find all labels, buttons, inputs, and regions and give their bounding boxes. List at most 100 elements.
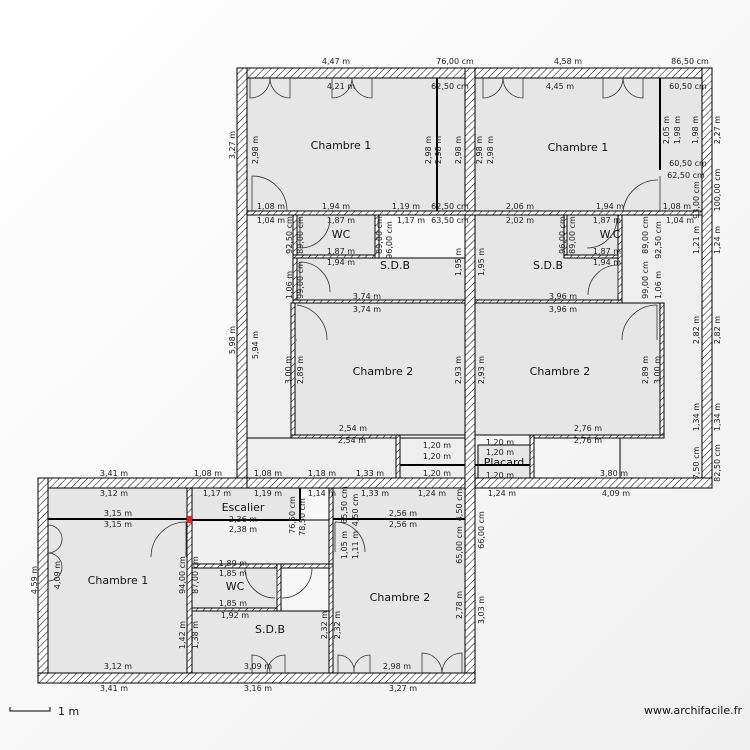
room-lower-corridor [191, 519, 333, 566]
dimension-label: 76,00 cm [436, 57, 474, 66]
dimension-label: 1,19 m [254, 489, 282, 498]
door-arc[interactable] [621, 304, 658, 341]
dimension-label: 2,98 m [454, 136, 463, 164]
dimension-label: 1,20 m [423, 441, 451, 450]
room-mid-right-chambre2[interactable] [474, 302, 661, 436]
dimension-label: 3,74 m [353, 305, 381, 314]
dimension-label: 2,32 m [333, 611, 342, 639]
dimension-label: 2,98 m [486, 136, 495, 164]
dimension-label: 1,08 m [254, 469, 282, 478]
room-label: Chambre 2 [530, 365, 591, 378]
dimension-label: 2,05 m [662, 116, 671, 144]
dimension-label: 3,09 m [244, 662, 272, 671]
dimension-label: 1,20 m [486, 448, 514, 457]
door-arc[interactable] [244, 567, 278, 599]
dimension-label: 96,00 cm [385, 221, 394, 259]
door-arc[interactable] [337, 654, 371, 674]
dimension-label: 1,85 m [219, 599, 247, 608]
dimension-label: 1,24 m [488, 489, 516, 498]
door-arc[interactable] [47, 524, 63, 582]
watermark: www.archifacile.fr [644, 704, 742, 717]
dimension-label: 2,98 m [424, 136, 433, 164]
dimension-label: 1,17 m [203, 489, 231, 498]
door-arc[interactable] [251, 654, 286, 674]
dimension-label: 4,58 m [554, 57, 582, 66]
dimension-label: 2,82 m [692, 316, 701, 344]
dimension-label: 1,08 m [194, 469, 222, 478]
room-label: Chambre 1 [311, 139, 372, 152]
dimension-label: 1,87 m [593, 247, 621, 256]
door-arc[interactable] [251, 175, 288, 212]
room-label: W.C [600, 228, 621, 241]
dimension-label: 2,02 m [506, 216, 534, 225]
dimension-label: 4,47 m [322, 57, 350, 66]
door-arc[interactable] [150, 521, 187, 558]
dimension-label: 2,54 m [339, 424, 367, 433]
dimension-label: 1,08 m [663, 202, 691, 211]
door-arc[interactable] [296, 304, 328, 341]
room-label: Chambre 1 [88, 574, 149, 587]
door-arc[interactable] [331, 77, 373, 99]
dimension-label: 2,93 m [477, 356, 486, 384]
dimension-label: 1,24 m [418, 489, 446, 498]
dimension-label: 1,24 m [713, 226, 722, 254]
dimension-label: 1,85 m [219, 569, 247, 578]
dimension-label: 4,09 m [602, 489, 630, 498]
door-arc[interactable] [482, 77, 524, 99]
room-labels: Chambre 1 Chambre 1 WC W.C S.D.B S.D.B C… [88, 139, 621, 636]
dimension-label: 1,19 m [392, 202, 420, 211]
door-arc[interactable] [299, 217, 331, 249]
dimension-label: 89,00 cm [375, 216, 384, 254]
dimension-label: 3,80 m [600, 469, 628, 478]
dimension-label: 3,00 m [653, 356, 662, 384]
scale-label: 1 m [58, 705, 79, 718]
dimension-label: 76,50 cm [288, 496, 297, 534]
dimension-label: 3,27 m [228, 131, 237, 159]
dimension-label: 62,50 cm [431, 82, 469, 91]
dimension-label: 1,95 m [454, 248, 463, 276]
dimension-label: 96,00 cm [558, 216, 567, 254]
room-placard[interactable] [477, 444, 531, 479]
dimension-label: 1,89 m [219, 559, 247, 568]
dimension-label: 4,45 m [546, 82, 574, 91]
partition-lines [48, 78, 661, 523]
room-label: S.D.B [380, 259, 410, 272]
room-upper-left-chambre1[interactable] [246, 77, 466, 213]
dimension-label: 2,36 m [229, 515, 257, 524]
dimension-label: 3,16 m [244, 684, 272, 693]
door-arc[interactable] [334, 521, 366, 553]
dimension-label: 89,00 cm [296, 216, 305, 254]
room-upper-right-chambre1[interactable] [474, 77, 703, 213]
dimension-label: 82,50 cm [713, 444, 722, 482]
scale-bar: 1 m [9, 705, 79, 718]
door-arc[interactable] [602, 77, 644, 99]
room-lower-sdb[interactable] [191, 610, 331, 674]
dimension-label: 3,00 m [284, 356, 293, 384]
door-arc[interactable] [281, 567, 313, 599]
door-arc[interactable] [249, 77, 291, 99]
room-label: Placard [484, 456, 525, 469]
dimension-label: 2,98 m [251, 136, 260, 164]
dimension-label: 62,50 cm [667, 171, 705, 180]
doors [47, 77, 661, 674]
marker [187, 516, 192, 523]
door-arc[interactable] [586, 217, 618, 249]
dimension-label: 3,96 m [549, 292, 577, 301]
door-arc[interactable] [622, 176, 661, 213]
dimension-label: 3,41 m [100, 684, 128, 693]
dimension-label: 4,50 cm [351, 494, 360, 527]
dimension-label: 1,20 m [486, 471, 514, 480]
dimension-label: 2,38 m [229, 525, 257, 534]
dimension-label: 2,89 m [296, 356, 305, 384]
dimension-label: 4,59 m [30, 566, 39, 594]
dimension-label: 3,96 m [549, 305, 577, 314]
dimension-label: 1,21 m [692, 226, 701, 254]
dimension-label: 1,20 m [423, 469, 451, 478]
dimension-label: 3,03 m [477, 596, 486, 624]
door-arc[interactable] [587, 264, 619, 296]
dimension-label: 2,76 m [574, 424, 602, 433]
door-arc[interactable] [299, 261, 331, 294]
door-arc[interactable] [421, 652, 463, 674]
dimension-label: 62,50 cm [431, 202, 469, 211]
